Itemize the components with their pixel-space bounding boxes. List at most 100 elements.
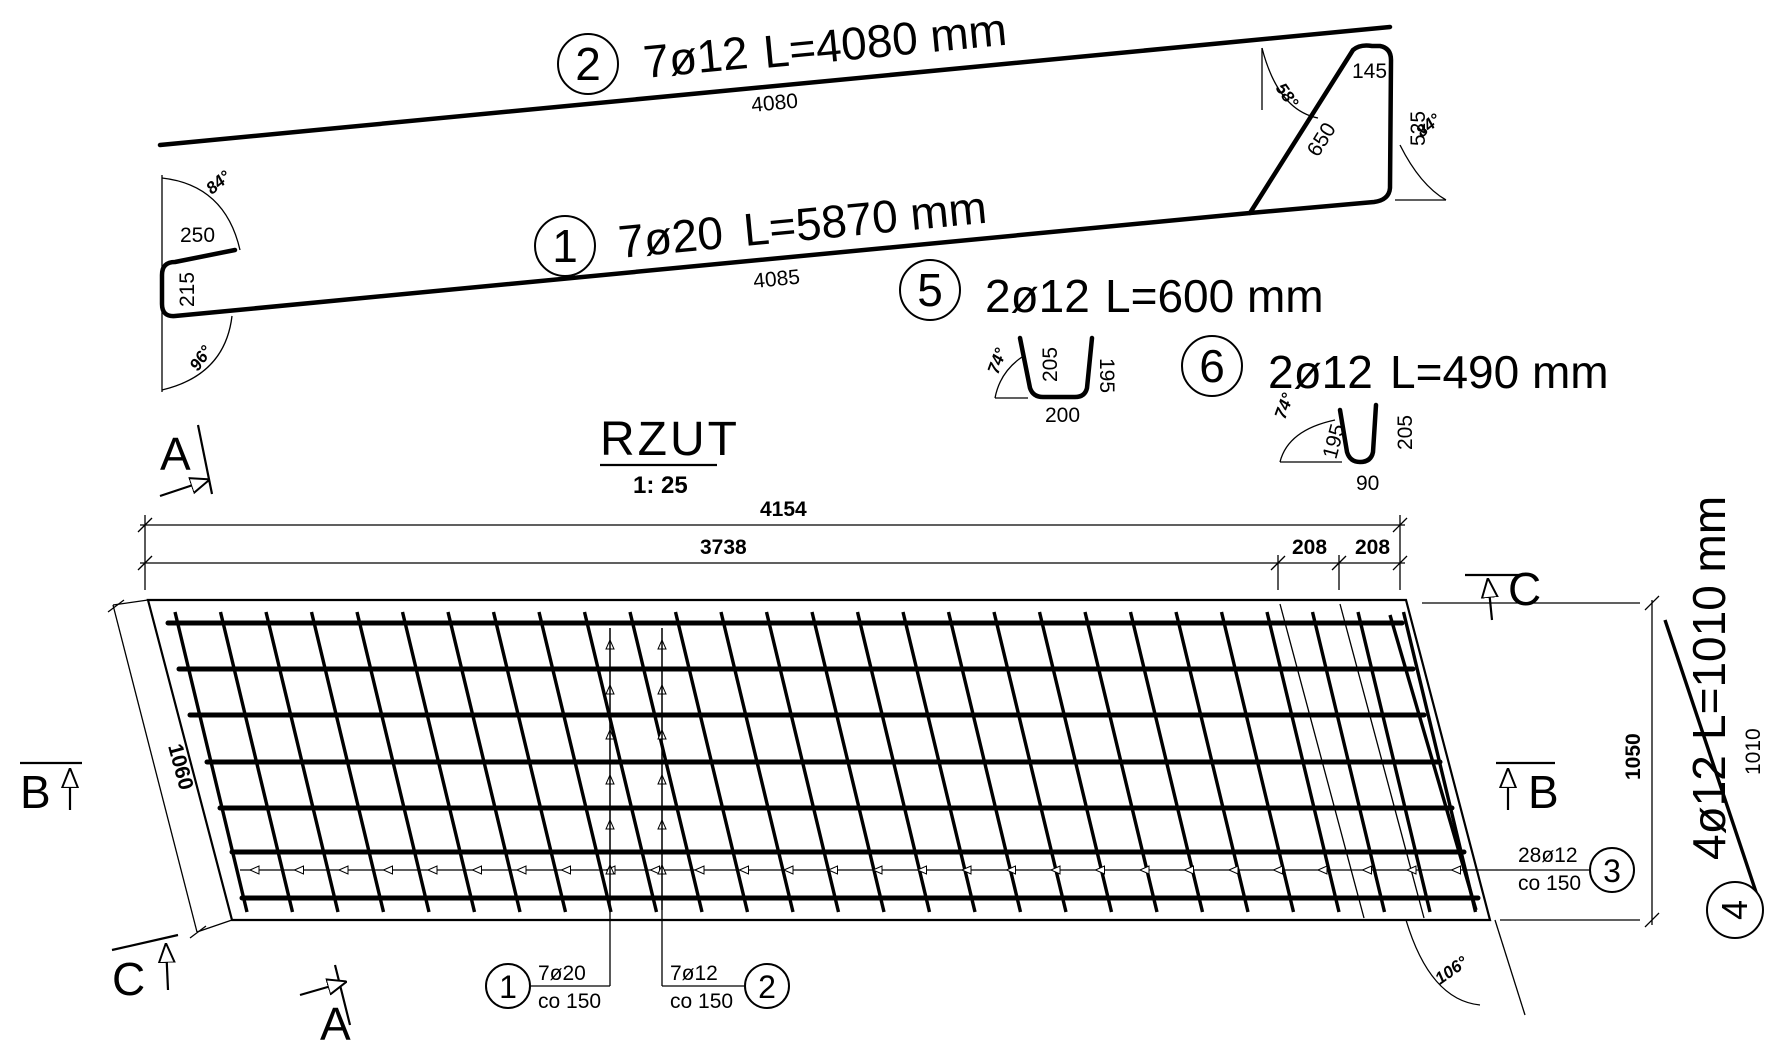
- section-b-right: B: [1496, 761, 1559, 818]
- bar-1-spec: 7ø20: [616, 206, 725, 268]
- distribution-arrow: [782, 865, 794, 875]
- section-c-left: C: [111, 933, 179, 1005]
- distribution-arrow: [560, 865, 571, 875]
- section-a-bottom-letter: A: [320, 998, 351, 1046]
- bar-6-leg-right: 205: [1394, 415, 1417, 450]
- bar-5-shape: 5 2ø12 L=600 mm 205 195 200 74°: [899, 259, 1324, 427]
- distribution-arrow: [515, 865, 527, 875]
- longitudinal-bars: [165, 614, 1481, 911]
- bar-4-label: 4 4ø12 L=1010 mm 1010: [1663, 496, 1765, 939]
- section-b-right-letter: B: [1528, 766, 1559, 818]
- bar-2-shape: [157, 24, 1394, 216]
- bar-4-seg: 1010: [1742, 728, 1765, 775]
- distribution-arrow: [1138, 865, 1150, 875]
- bar-1-length: L=5870 mm: [741, 181, 989, 256]
- distribution-arrow: [960, 865, 972, 875]
- callout-bar-3: 3 28ø12 co 150: [1475, 844, 1635, 895]
- dim-small-2: 208: [1355, 536, 1390, 559]
- bar-6-mark: 6: [1199, 340, 1225, 392]
- callout-3-spacing: co 150: [1518, 872, 1581, 895]
- distribution-arrow: [827, 865, 838, 875]
- distribution-arrow: [1405, 865, 1417, 875]
- distribution-arrow: [1227, 865, 1239, 875]
- bar-2-spec: 7ø12: [641, 26, 750, 88]
- distribution-arrow: [916, 865, 927, 875]
- bar-5-leg-left: 205: [1039, 347, 1062, 382]
- dim-width-right: 1050: [1622, 733, 1645, 780]
- callout-3-mark: 3: [1603, 853, 1621, 889]
- dim-small-1: 208: [1292, 536, 1327, 559]
- distribution-arrow: [1361, 865, 1372, 875]
- callout-1-spacing: co 150: [538, 990, 601, 1013]
- bar-2-seg-top: 145: [1352, 60, 1387, 83]
- bar-2-seg-main: 4080: [750, 90, 799, 117]
- callout-3-spec: 28ø12: [1518, 844, 1578, 867]
- bar-2-seg-diag: 650: [1303, 119, 1341, 161]
- bar-6-spec: 2ø12: [1268, 346, 1373, 398]
- section-a-bottom: A: [299, 964, 352, 1046]
- bar-1-seg-main: 4085: [752, 266, 801, 293]
- distribution-arrow: [382, 865, 393, 875]
- callout-2-spec: 7ø12: [670, 962, 718, 985]
- plan-dimensions-top: 4154 3738 208 208: [137, 498, 1408, 590]
- section-b-left: B: [20, 761, 82, 818]
- distribution-arrow: [426, 865, 438, 875]
- bar-4-spec: 4ø12: [1683, 755, 1735, 860]
- angle-corner: 106°: [1431, 952, 1471, 988]
- bar-6-leg-left: 195: [1319, 421, 1350, 461]
- callout-bar-1: 1 7ø20 co 150: [485, 628, 611, 1013]
- plan-title-block: RZUT 1: 25: [600, 413, 740, 499]
- bar-1-angle-top: 84°: [202, 167, 234, 198]
- section-c-right-letter: C: [1508, 563, 1541, 615]
- bar-5-base: 200: [1045, 404, 1080, 427]
- distribution-arrow: [1049, 865, 1061, 875]
- bar-1-seg-hook-side: 215: [176, 272, 199, 307]
- section-a-top: A: [159, 424, 214, 498]
- distribution-arrow: [1094, 865, 1105, 875]
- bar-2-mark: 2: [575, 38, 601, 90]
- distribution-arrows: [248, 638, 1461, 875]
- bar-2-seg-side: 525: [1407, 111, 1430, 146]
- callout-1-mark: 1: [499, 969, 517, 1005]
- distribution-arrow: [337, 865, 349, 875]
- section-c-left-letter: C: [112, 953, 145, 1005]
- dim-total: 4154: [760, 498, 807, 521]
- bar-1-mark: 1: [552, 220, 578, 272]
- distribution-arrow: [693, 865, 705, 875]
- dim-width-skew: 1060: [163, 741, 197, 792]
- section-b-left-letter: B: [20, 766, 51, 818]
- bar-1-label: 1 7ø20 L=5870 mm 4085 250 215 84° 96°: [161, 167, 989, 392]
- plan-title: RZUT: [600, 413, 740, 466]
- section-c-right: C: [1465, 563, 1541, 621]
- distribution-arrow: [738, 865, 749, 875]
- distribution-arrow: [1005, 865, 1016, 875]
- bar-6-shape: 6 2ø12 L=490 mm 195 205 90 74°: [1181, 335, 1609, 495]
- distribution-arrow: [471, 865, 482, 875]
- section-a-top-letter: A: [160, 428, 191, 480]
- distribution-arrow: [1450, 865, 1461, 875]
- bar-5-length: L=600 mm: [1105, 270, 1324, 322]
- distribution-arrow: [871, 865, 883, 875]
- distribution-arrow: [248, 865, 260, 875]
- bar-5-spec: 2ø12: [985, 270, 1090, 322]
- distribution-arrow: [1316, 865, 1328, 875]
- bar-6-length: L=490 mm: [1390, 346, 1609, 398]
- dim-main: 3738: [700, 536, 747, 559]
- callout-1-spec: 7ø20: [538, 962, 586, 985]
- callout-2-spacing: co 150: [670, 990, 733, 1013]
- distribution-arrow: [293, 865, 304, 875]
- distribution-arrow: [1272, 865, 1283, 875]
- bar-5-mark: 5: [917, 264, 943, 316]
- bar-5-leg-right: 195: [1095, 358, 1118, 393]
- bar-4-mark: 4: [1714, 900, 1755, 920]
- callout-bar-2: 2 7ø12 co 150: [661, 628, 790, 1013]
- bar-4-length: L=1010 mm: [1683, 496, 1735, 740]
- plan-scale: 1: 25: [633, 472, 688, 499]
- distribution-arrow: [1183, 865, 1194, 875]
- bar-1-seg-hook-top: 250: [180, 224, 215, 247]
- callout-2-mark: 2: [758, 969, 776, 1005]
- plan-slab: [146, 598, 1492, 922]
- bar-1-angle-bottom: 96°: [186, 342, 216, 374]
- bar-6-base: 90: [1356, 472, 1379, 495]
